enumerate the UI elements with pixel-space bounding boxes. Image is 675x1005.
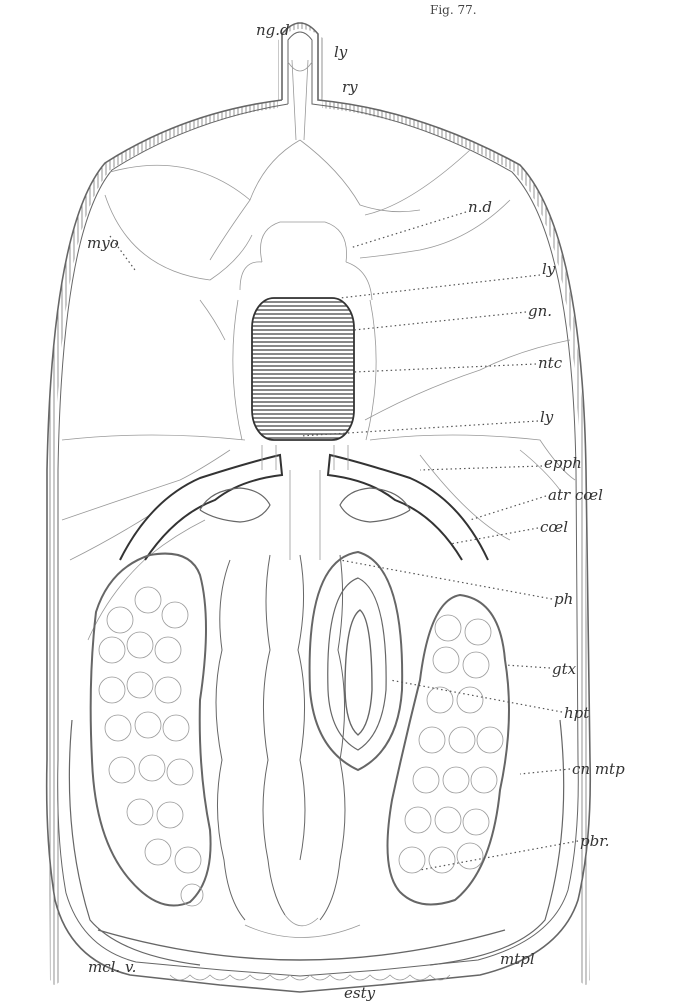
label-mtpl: mtpl (500, 950, 535, 968)
label-atr-coel: atr cœl (548, 486, 603, 504)
label-ly-top: ly (334, 43, 348, 61)
label-ph: ph (554, 590, 573, 608)
label-mcl-v: mcl. v. (88, 958, 136, 976)
right-gonad (388, 595, 510, 905)
label-myo: myo (87, 234, 119, 252)
metapleural-region (69, 720, 563, 980)
label-ngd: ng.d (256, 21, 290, 39)
label-pbr: pbr. (580, 832, 610, 850)
label-epph: epph (544, 454, 582, 472)
label-nd: n.d (468, 198, 492, 216)
pharynx-region (120, 445, 488, 920)
label-cn-mtp: cn mtp (572, 760, 625, 778)
label-hpt: hpt (564, 704, 590, 722)
labels: ng.d ly ry myo n.d ly gn. ntc ly epph at… (87, 21, 625, 1002)
label-ly-3: ly (540, 408, 554, 426)
notochord (233, 222, 376, 440)
label-ly-2: ly (542, 260, 556, 278)
label-gn: gn. (528, 302, 552, 320)
label-esty: esty (344, 984, 376, 1002)
figure-title: Fig. 77. (430, 3, 477, 17)
label-ntc: ntc (538, 354, 563, 372)
hepatic-caecum (310, 552, 403, 770)
left-gonad (91, 554, 211, 906)
label-gtx: gtx (552, 660, 577, 678)
label-ry: ry (342, 78, 358, 96)
label-coel: cœl (540, 518, 568, 536)
